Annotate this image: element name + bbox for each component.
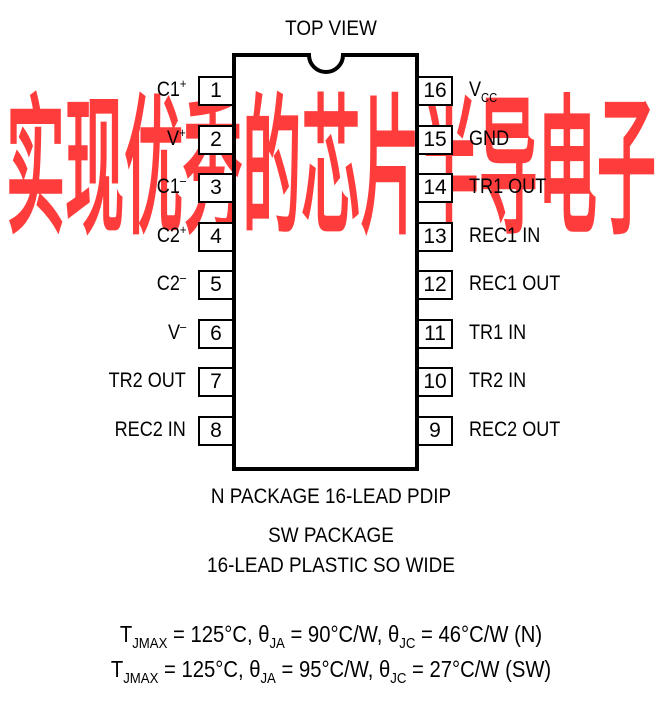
pin-label-5: C2– (156, 270, 186, 298)
pin-number-14: 14 (417, 173, 453, 203)
pin-number-2: 2 (198, 124, 234, 155)
pin-label-14: TR1 OUT (469, 175, 546, 199)
thermal-subscript: JA (260, 670, 276, 687)
pin-name: TR2 IN (469, 369, 527, 392)
pin-number-3: 3 (198, 173, 234, 203)
thermal-text: = 125°C, θ (158, 656, 261, 682)
top-view-label: TOP VIEW (285, 17, 377, 40)
thermal-subscript: JMAX (132, 635, 168, 652)
pin-number-5: 5 (198, 270, 234, 300)
pin-label-2: V+ (167, 124, 186, 153)
pin-name-superscript: – (179, 173, 186, 188)
pin-label-13: REC1 IN (469, 224, 540, 248)
pin-name: V (167, 126, 180, 150)
thermal-line-1: TJMAX = 125°C, θJA = 90°C/W, θJC = 46°C/… (40, 620, 623, 652)
pin-name: V (167, 320, 180, 344)
pin-number-10: 10 (417, 367, 453, 397)
pin-label-12: REC1 OUT (469, 272, 560, 296)
thermal-text: = 27°C/W (SW) (406, 656, 552, 682)
pin-name-superscript: + (179, 124, 186, 140)
pin-name: V (469, 78, 482, 101)
pin-number-1: 1 (198, 76, 234, 106)
pin-name: GND (469, 126, 510, 150)
pin-number-8: 8 (198, 415, 234, 446)
pin-label-6: V– (167, 318, 186, 347)
pin-label-15: GND (469, 127, 509, 151)
pin-label-3: C1– (156, 173, 186, 201)
pin-label-7: TR2 OUT (109, 369, 186, 393)
thermal-line-2: TJMAX = 125°C, θJA = 95°C/W, θJC = 27°C/… (40, 655, 623, 687)
pin-number-12: 12 (417, 270, 453, 300)
thermal-text: T (110, 656, 124, 682)
pin-name: REC2 IN (114, 417, 186, 441)
pin-label-4: C2+ (156, 221, 186, 250)
pin-name-superscript: + (179, 221, 186, 237)
pin-number-7: 7 (198, 367, 234, 397)
pin-number-15: 15 (417, 124, 453, 155)
pin-name-superscript: – (179, 318, 186, 334)
thermal-subscript: JC (390, 670, 407, 687)
thermal-subscript: JMAX (123, 670, 159, 687)
thermal-subscript: JA (269, 635, 285, 652)
thermal-text: T (119, 621, 133, 647)
pin-label-16: VCC (469, 78, 498, 105)
pin-label-9: REC2 OUT (469, 418, 560, 442)
pin-number-11: 11 (417, 318, 453, 349)
pin-number-6: 6 (198, 318, 234, 349)
pin-name: REC1 OUT (469, 272, 561, 295)
thermal-text: = 95°C/W, θ (275, 656, 391, 682)
pin-name-superscript: + (179, 76, 186, 91)
thermal-text: = 90°C/W, θ (284, 621, 400, 647)
package-caption-line1: N PACKAGE 16-LEAD PDIP (210, 485, 452, 508)
pin-label-11: TR1 IN (469, 321, 526, 345)
thermal-text: = 46°C/W (N) (415, 621, 543, 647)
package-outline (232, 53, 419, 471)
pin-name-superscript: – (179, 270, 186, 285)
pin-name: C2 (156, 272, 180, 295)
pin-label-10: TR2 IN (469, 369, 526, 393)
thermal-text: = 125°C, θ (167, 621, 270, 647)
pin-name: TR2 OUT (108, 369, 186, 392)
pin-label-8: REC2 IN (115, 418, 186, 442)
pin-name: C1 (156, 175, 180, 198)
pin-number-4: 4 (198, 221, 234, 252)
pin-name-subscript: CC (481, 90, 498, 105)
pin-name: C1 (156, 78, 180, 101)
pin-name: TR1 IN (469, 320, 527, 344)
package-caption-line3: 16-LEAD PLASTIC SO WIDE (207, 554, 455, 577)
pin-label-1: C1+ (156, 76, 186, 104)
pin-name: TR1 OUT (469, 175, 547, 198)
thermal-subscript: JC (399, 635, 416, 652)
pin-number-13: 13 (417, 221, 453, 252)
package-caption-line2: SW PACKAGE (268, 524, 394, 547)
pin-number-16: 16 (417, 76, 453, 106)
pin-name: REC2 OUT (469, 417, 561, 441)
pin-name: REC1 IN (469, 223, 541, 247)
pin-number-9: 9 (417, 415, 453, 446)
pin-name: C2 (156, 223, 180, 247)
